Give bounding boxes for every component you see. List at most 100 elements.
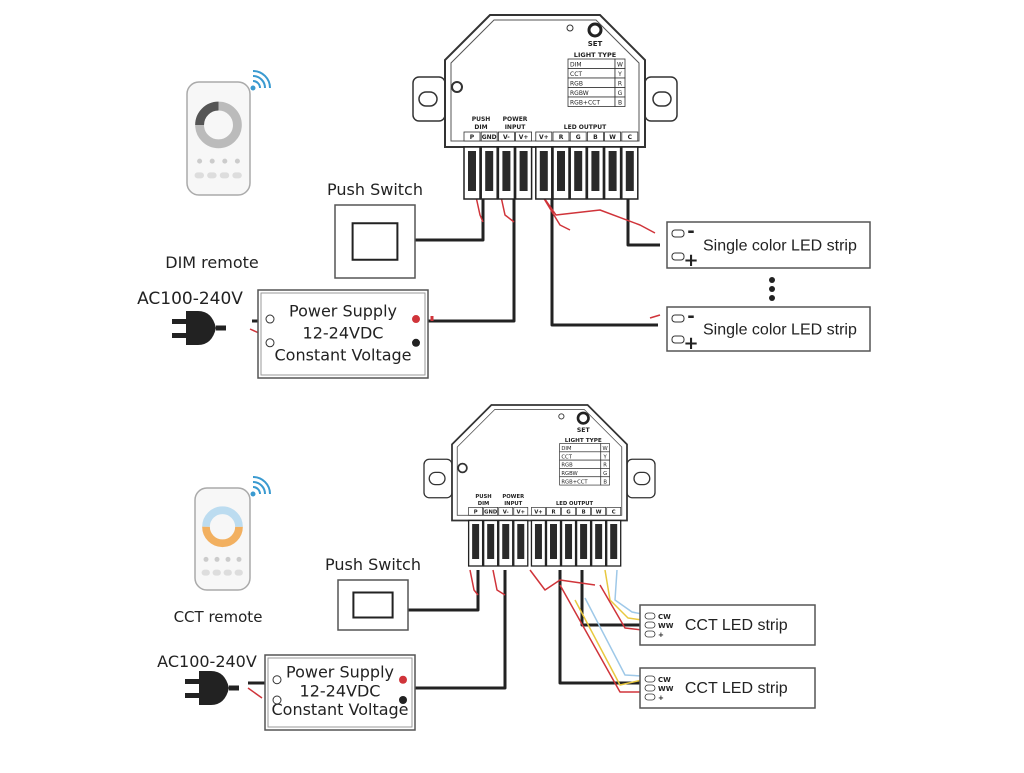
led-strip-box bbox=[639, 667, 816, 709]
pin-minus-label: - bbox=[687, 306, 694, 327]
led-strip-2-wire bbox=[550, 192, 658, 327]
pin-label: WW bbox=[658, 622, 674, 630]
top-push-switch: Push Switch bbox=[327, 180, 423, 279]
v-plus-red-wire bbox=[529, 569, 596, 591]
terminal-screw-slot bbox=[550, 524, 557, 559]
terminal-screw-slot bbox=[595, 524, 603, 559]
terminal-label: GND bbox=[484, 510, 498, 516]
terminal-screw-slot bbox=[502, 524, 510, 559]
wireless-signal-arc bbox=[252, 481, 266, 495]
dim-ring-dark bbox=[195, 101, 219, 126]
terminal-label-box bbox=[531, 507, 546, 516]
continuation-dot bbox=[769, 277, 775, 283]
push-switch-label: Push Switch bbox=[325, 555, 421, 574]
pin-connector-icon bbox=[644, 684, 656, 692]
wireless-signal-icon bbox=[250, 85, 256, 91]
remote-button bbox=[207, 172, 217, 179]
remote-button bbox=[232, 172, 242, 179]
led-output-label: LED OUTPUT bbox=[564, 124, 607, 131]
push-switch-red-wire bbox=[469, 569, 479, 596]
terminal-label-box bbox=[483, 507, 499, 516]
top-led-strip-2: Single color LED strip-+ bbox=[666, 306, 871, 354]
led-strip-label: CCT LED strip bbox=[685, 680, 788, 697]
controller-inner-outline bbox=[456, 408, 623, 516]
remote-button bbox=[197, 158, 203, 164]
controller-body bbox=[444, 14, 646, 148]
top-power-plug bbox=[172, 311, 226, 345]
remote-button bbox=[236, 556, 242, 562]
terminal-screw-slot bbox=[539, 151, 548, 191]
indicator-led-icon bbox=[451, 81, 463, 93]
light-type-name: CCT bbox=[570, 71, 582, 78]
push-switch-wire bbox=[415, 192, 485, 242]
dc-negative-terminal-icon bbox=[412, 338, 420, 347]
cw-blue-wire bbox=[584, 597, 643, 677]
terminal-screw-slot bbox=[625, 151, 634, 191]
terminal-label-box bbox=[604, 131, 622, 142]
power-input-label: POWER bbox=[503, 116, 528, 123]
pin-label: WW bbox=[658, 685, 674, 693]
light-type-name: DIM bbox=[561, 446, 572, 452]
remote-button bbox=[203, 556, 209, 562]
pin-label: + bbox=[658, 694, 664, 702]
terminal-screw-slot bbox=[502, 151, 511, 191]
plug-prong bbox=[172, 333, 186, 338]
terminal-label: V- bbox=[503, 134, 510, 141]
power-red-wire bbox=[492, 569, 506, 596]
remote-button bbox=[234, 569, 243, 576]
plug-prong bbox=[185, 693, 199, 698]
terminal-label: V+ bbox=[534, 510, 542, 516]
terminal-screw-slot bbox=[534, 524, 542, 559]
mic-hole-icon bbox=[566, 24, 574, 32]
mounting-hole-icon bbox=[428, 471, 446, 486]
light-type-code: Y bbox=[603, 454, 608, 460]
light-type-code: B bbox=[603, 479, 607, 485]
terminal-label-box bbox=[606, 507, 622, 516]
light-type-title: LIGHT TYPE bbox=[565, 438, 602, 444]
terminal-screw-slot bbox=[487, 524, 495, 559]
cct-strip-1-wire bbox=[580, 570, 642, 627]
bottom-power-plug bbox=[185, 671, 239, 705]
led-strip-label: Single color LED strip bbox=[703, 238, 857, 255]
ac-terminal-icon bbox=[272, 695, 282, 705]
terminal-label-box bbox=[468, 507, 483, 516]
light-type-code: W bbox=[617, 62, 623, 69]
terminal-label: P bbox=[470, 134, 475, 141]
terminal-label-box bbox=[463, 131, 481, 142]
push-dim-label: DIM bbox=[474, 124, 487, 131]
light-type-code-cell bbox=[600, 476, 610, 486]
pin-label: CW bbox=[658, 676, 671, 684]
terminal-label: G bbox=[576, 134, 581, 141]
wireless-signal-arc bbox=[252, 486, 261, 495]
mounting-hole-icon bbox=[633, 471, 651, 486]
power-plug-icon bbox=[199, 671, 229, 705]
remote-button bbox=[219, 172, 230, 179]
terminal-label-box bbox=[535, 131, 553, 142]
remote-button bbox=[222, 158, 228, 164]
light-type-name: DIM bbox=[570, 62, 582, 69]
power-plug-icon bbox=[186, 311, 216, 345]
light-type-code: R bbox=[603, 463, 607, 469]
pin-connector-icon bbox=[644, 675, 656, 683]
remote-button bbox=[194, 172, 205, 179]
terminal-label: R bbox=[551, 510, 555, 516]
terminal-label: B bbox=[593, 134, 598, 141]
wireless-signal-arc bbox=[252, 75, 266, 89]
mounting-hole-icon bbox=[418, 91, 438, 107]
terminal-label: W bbox=[609, 134, 616, 141]
power-supply-box bbox=[264, 654, 416, 731]
remote-button bbox=[212, 569, 221, 576]
power-supply-text: Power Supply bbox=[286, 663, 394, 682]
pin-minus-label: - bbox=[687, 221, 694, 242]
wireless-signal-arc bbox=[252, 80, 261, 89]
power-input-label: INPUT bbox=[504, 501, 522, 507]
remote-button bbox=[225, 556, 231, 562]
terminal-label-box bbox=[546, 507, 561, 516]
terminal-label: C bbox=[628, 134, 633, 141]
plug-prong bbox=[172, 319, 186, 324]
strip-red-wire bbox=[599, 584, 643, 631]
wireless-signal-arc bbox=[252, 70, 271, 89]
light-type-code: Y bbox=[617, 71, 622, 78]
terminal-label: GND bbox=[482, 134, 497, 141]
